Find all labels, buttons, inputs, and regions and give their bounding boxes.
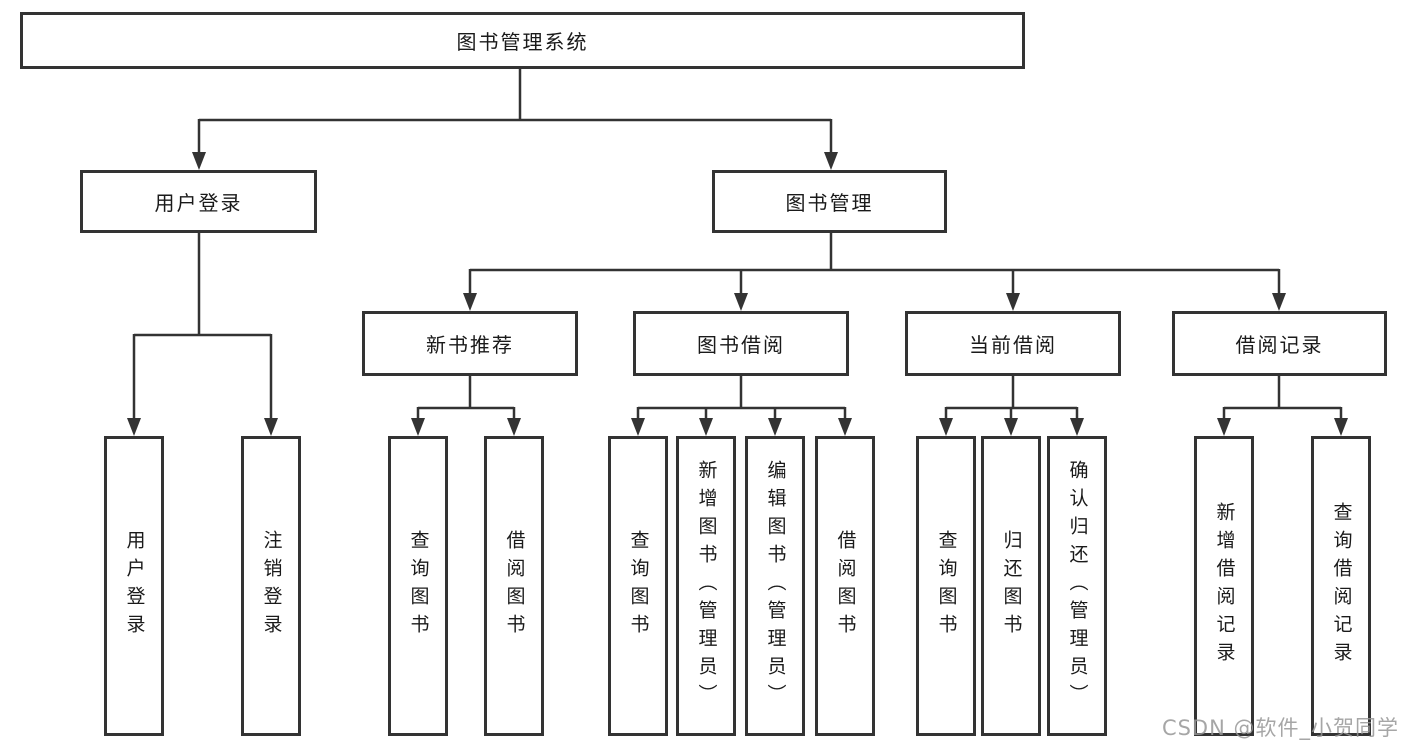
leaf-query-books-recommend: 查询图书 xyxy=(388,436,448,736)
leaf-confirm-return-admin: 确认归还（管理员） xyxy=(1047,436,1107,736)
leaf-return-book: 归还图书 xyxy=(981,436,1041,736)
node-library-management-system: 图书管理系统 xyxy=(20,12,1025,69)
node-user-login: 用户登录 xyxy=(80,170,317,233)
leaf-logout: 注销登录 xyxy=(241,436,301,736)
leaf-borrow-books-recommend: 借阅图书 xyxy=(484,436,544,736)
csdn-watermark: CSDN @软件_小贺同学 xyxy=(1161,716,1399,740)
leaf-query-books-borrow: 查询图书 xyxy=(608,436,668,736)
node-current-borrowing: 当前借阅 xyxy=(905,311,1121,376)
leaf-user-login: 用户登录 xyxy=(104,436,164,736)
node-borrowing-records: 借阅记录 xyxy=(1172,311,1387,376)
node-book-management: 图书管理 xyxy=(712,170,947,233)
leaf-add-book-admin: 新增图书（管理员） xyxy=(676,436,736,736)
leaf-query-borrow-record: 查询借阅记录 xyxy=(1311,436,1371,736)
leaf-edit-book-admin: 编辑图书（管理员） xyxy=(745,436,805,736)
leaf-borrow-books: 借阅图书 xyxy=(815,436,875,736)
leaf-query-books-current: 查询图书 xyxy=(916,436,976,736)
node-new-book-recommendation: 新书推荐 xyxy=(362,311,578,376)
leaf-add-borrow-record: 新增借阅记录 xyxy=(1194,436,1254,736)
node-book-borrowing: 图书借阅 xyxy=(633,311,849,376)
